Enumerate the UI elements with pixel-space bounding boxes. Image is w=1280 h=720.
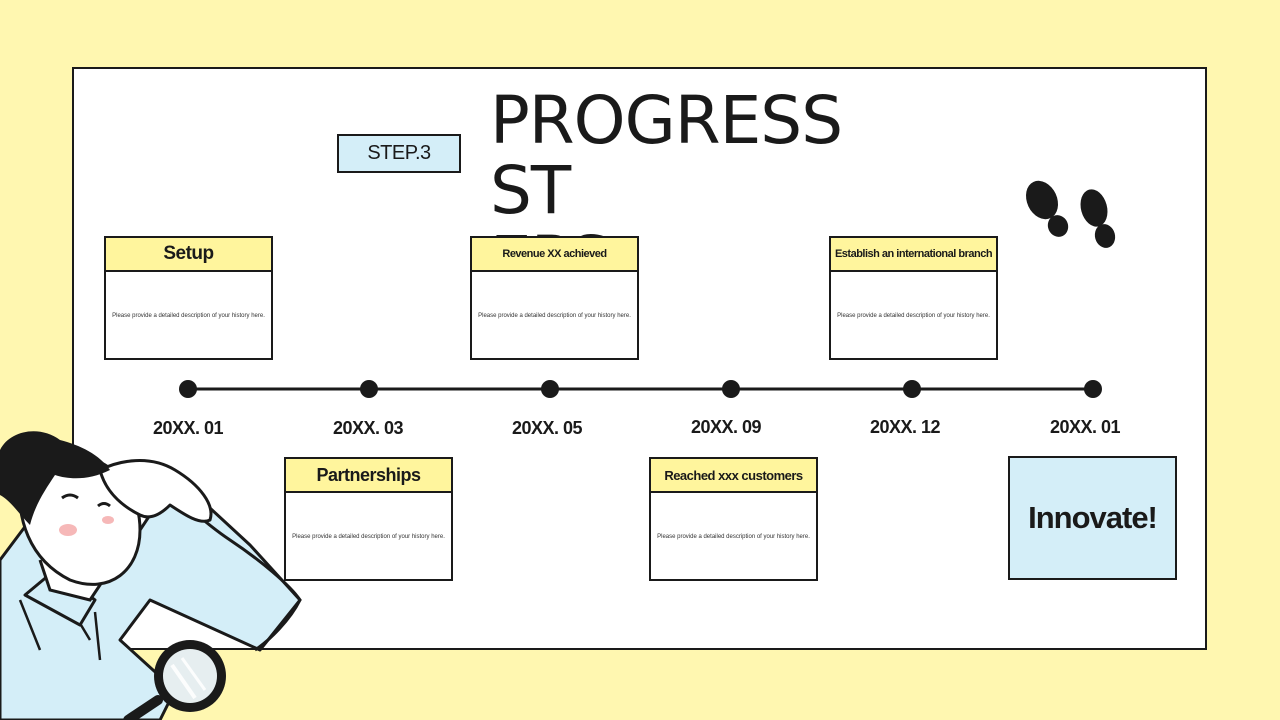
milestone-description: Please provide a detailed description of… bbox=[657, 534, 810, 540]
innovate-card: Innovate! bbox=[1008, 456, 1177, 580]
milestone-title: Reached xxx customers bbox=[651, 459, 816, 493]
milestone-card: Revenue XX achieved Please provide a det… bbox=[470, 236, 639, 360]
milestone-date: 20XX. 05 bbox=[511, 418, 583, 438]
milestone-description: Please provide a detailed description of… bbox=[837, 313, 990, 319]
milestone-date: 20XX. 09 bbox=[690, 417, 762, 437]
milestone-description: Please provide a detailed description of… bbox=[112, 313, 265, 319]
milestone-description: Please provide a detailed description of… bbox=[292, 534, 445, 540]
milestone-title: Establish an international branch bbox=[831, 238, 996, 272]
milestone-card: Partnerships Please provide a detailed d… bbox=[284, 457, 453, 581]
milestone-title: Revenue XX achieved bbox=[472, 238, 637, 272]
milestone-description: Please provide a detailed description of… bbox=[478, 313, 631, 319]
milestone-card: Setup Please provide a detailed descript… bbox=[104, 236, 273, 360]
page-title-line-1: PROGRESS ST bbox=[490, 82, 843, 229]
milestone-title: Partnerships bbox=[286, 459, 451, 493]
milestone-card: Reached xxx customers Please provide a d… bbox=[649, 457, 818, 581]
milestone-date: 20XX. 12 bbox=[869, 417, 941, 437]
milestone-date: 20XX. 03 bbox=[332, 418, 404, 438]
milestone-card: Establish an international branch Please… bbox=[829, 236, 998, 360]
milestone-date: 20XX. 01 bbox=[152, 418, 224, 438]
milestone-title: Setup bbox=[106, 238, 271, 272]
milestone-date: 20XX. 01 bbox=[1049, 417, 1121, 437]
magnifying-glass-icon bbox=[123, 640, 226, 720]
step-tag: STEP.3 bbox=[337, 134, 461, 173]
